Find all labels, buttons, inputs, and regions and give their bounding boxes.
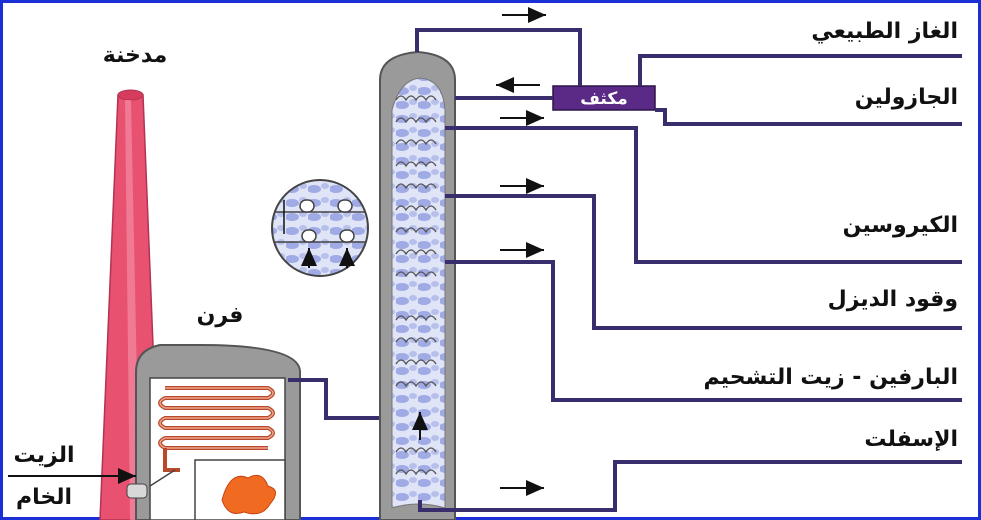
- product-labels: الغاز الطبيعي الجازولين الكيروسين وقود ا…: [704, 19, 958, 452]
- furnace-label: فرن: [197, 303, 244, 328]
- pipe-asphalt: [420, 462, 962, 510]
- product-label: البارفين - زيت التشحيم: [704, 365, 958, 390]
- flow-arrows: [496, 15, 546, 488]
- product-label: الغاز الطبيعي: [811, 19, 958, 44]
- crude-oil-label-2: الخام: [16, 485, 72, 510]
- pipe-gasoline: [655, 110, 962, 124]
- crude-oil-label-1: الزيت: [13, 443, 74, 468]
- furnace-to-tower-pipe: [288, 380, 388, 418]
- chimney-label: مدخنة: [103, 43, 168, 68]
- fractionating-tower: [380, 52, 455, 520]
- furnace: [127, 345, 300, 520]
- product-label: الجازولين: [855, 85, 958, 110]
- product-label: وقود الديزل: [828, 287, 958, 312]
- burner-nozzle: [127, 484, 147, 498]
- tray-detail-circle: [272, 180, 368, 276]
- condenser-label: مكثف: [580, 89, 628, 109]
- product-label: الإسفلت: [864, 427, 958, 452]
- pipe-natural-gas: [640, 56, 962, 86]
- product-label: الكيروسين: [843, 213, 958, 238]
